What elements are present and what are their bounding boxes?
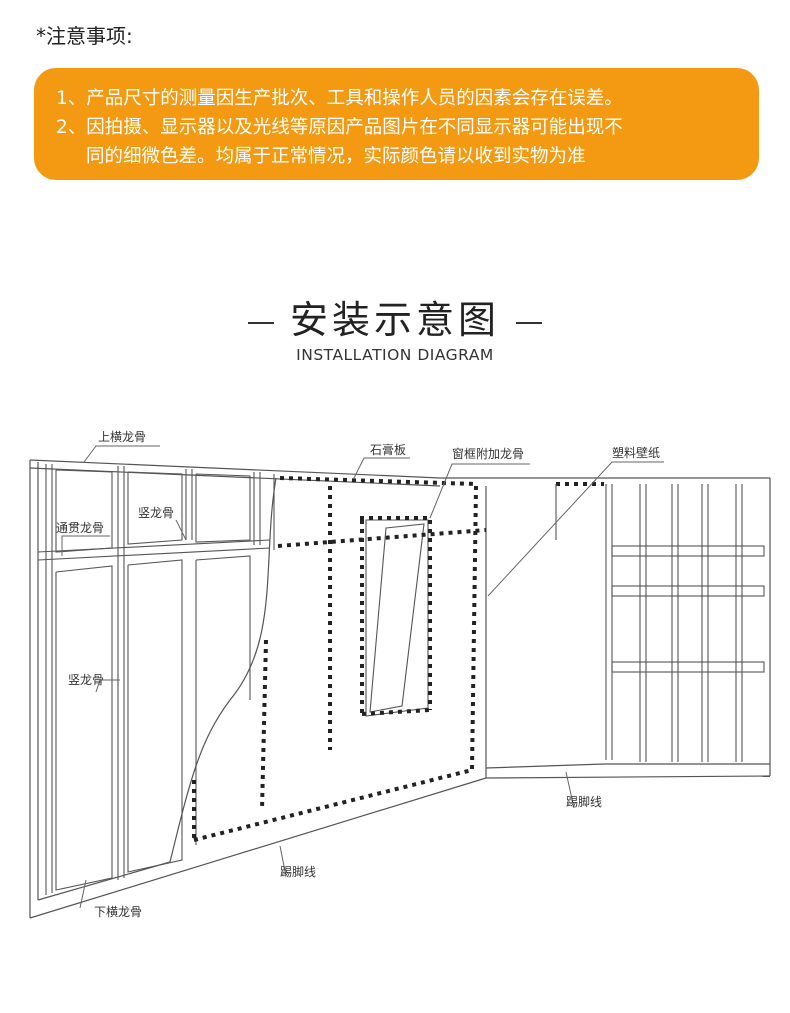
heading-en: INSTALLATION DIAGRAM xyxy=(296,346,494,364)
notice-line-2: 2、因拍摄、显示器以及光线等原因产品图片在不同显示器可能出现不 xyxy=(56,117,623,138)
label-plastic-wallpaper: 塑料壁纸 xyxy=(612,445,660,460)
heading-cn: 安装示意图 xyxy=(289,298,500,342)
label-through-keel: 通贯龙骨 xyxy=(56,521,104,535)
stud-frame-left xyxy=(37,464,275,895)
window-frame xyxy=(365,519,429,717)
leader-lines xyxy=(61,445,664,909)
stud-frame-right xyxy=(555,484,765,762)
notice-title: *注意事项: xyxy=(36,24,133,48)
label-gypsum-board: 石膏板 xyxy=(370,442,406,457)
board-curl-edge xyxy=(169,477,277,863)
installation-diagram: 上横龙骨 通贯龙骨 竖龙骨 竖龙骨 石膏板 窗框附加龙骨 塑料壁纸 踢脚线 踢脚… xyxy=(29,430,771,919)
label-top-rail: 上横龙骨 xyxy=(98,430,146,444)
label-vertical-keel-2: 竖龙骨 xyxy=(68,673,104,687)
label-skirting-1: 踢脚线 xyxy=(566,794,602,809)
notice-line-3: 同的细微色差。均属于正常情况，实际颜色请以收到实物为准 xyxy=(86,146,586,167)
screw-lines xyxy=(192,476,604,842)
heading-dash-left xyxy=(247,321,274,324)
notice-box: 1、产品尺寸的测量因生产批次、工具和操作人员的因素会存在误差。 2、因拍摄、显示… xyxy=(34,68,759,180)
label-bottom-rail: 下横龙骨 xyxy=(94,905,142,919)
label-window-frame-keel: 窗框附加龙骨 xyxy=(452,447,524,461)
notice-line-1: 1、产品尺寸的测量因生产批次、工具和操作人员的因素会存在误差。 xyxy=(56,88,623,109)
section-heading: 安装示意图 INSTALLATION DIAGRAM xyxy=(0,296,790,364)
wall-outline xyxy=(29,459,771,919)
heading-cn-row: 安装示意图 xyxy=(0,296,790,344)
label-vertical-keel-1: 竖龙骨 xyxy=(138,506,174,520)
label-skirting-2: 踢脚线 xyxy=(280,864,316,879)
heading-dash-right xyxy=(516,321,542,324)
